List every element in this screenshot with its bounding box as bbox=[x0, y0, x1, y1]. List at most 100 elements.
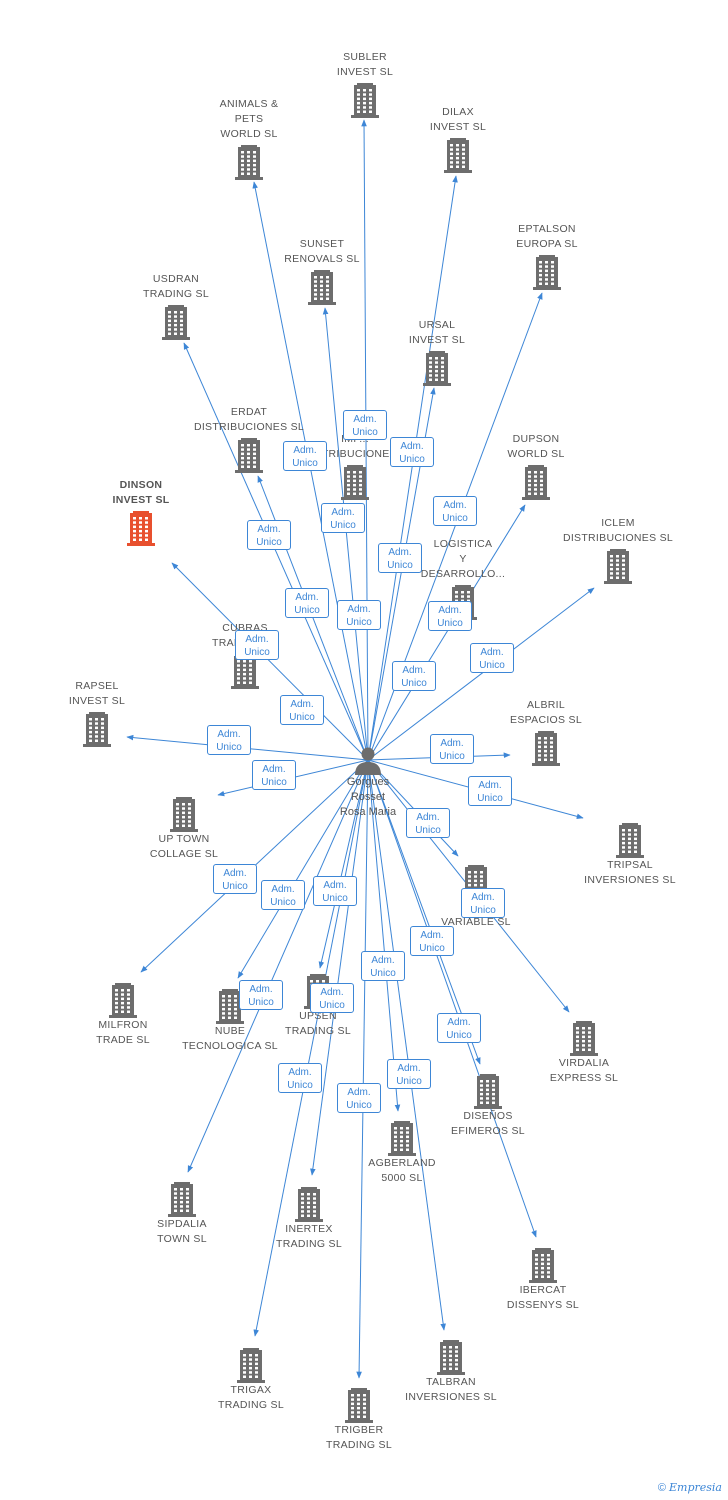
edge-0 bbox=[361, 119, 369, 761]
company-name[interactable]: UP TOWN COLLAGE SL bbox=[149, 833, 219, 860]
company-name[interactable]: TALBRAN INVERSIONES SL bbox=[405, 1376, 497, 1403]
company-name[interactable]: AGBERLAND 5000 SL bbox=[368, 1157, 436, 1184]
company-node[interactable]: ERDAT DISTRIBUCIONES SL bbox=[174, 405, 324, 473]
role-badge[interactable]: Adm. Unico bbox=[406, 808, 450, 838]
company-name[interactable]: SIPDALIA TOWN SL bbox=[157, 1218, 207, 1245]
company-name[interactable]: URSAL INVEST SL bbox=[408, 319, 466, 346]
building-icon bbox=[533, 255, 561, 290]
role-badge[interactable]: Adm. Unico bbox=[437, 1013, 481, 1043]
role-badge[interactable]: Adm. Unico bbox=[337, 600, 381, 630]
company-name[interactable]: ALBRIL ESPACIOS SL bbox=[510, 699, 582, 726]
building-icon bbox=[235, 438, 263, 473]
person-name: Gorgues Rosset Rosa Maria bbox=[339, 776, 397, 818]
company-node[interactable]: DINSON INVEST SL bbox=[66, 478, 216, 546]
company-name[interactable]: EPTALSON EUROPA SL bbox=[516, 223, 578, 250]
role-badge[interactable]: Adm. Unico bbox=[280, 695, 324, 725]
role-badge[interactable]: Adm. Unico bbox=[278, 1063, 322, 1093]
role-badge[interactable]: Adm. Unico bbox=[261, 880, 305, 910]
company-name[interactable]: SUBLER INVEST SL bbox=[336, 51, 394, 78]
company-node[interactable]: LOGISTICA Y DESARROLLO... bbox=[388, 537, 538, 620]
company-node[interactable]: VIRDALIA EXPRESS SL bbox=[509, 1018, 659, 1086]
company-node[interactable]: URSAL INVEST SL bbox=[362, 318, 512, 386]
company-node[interactable]: USDRAN TRADING SL bbox=[101, 272, 251, 340]
role-badge[interactable]: Adm. Unico bbox=[283, 441, 327, 471]
company-name[interactable]: USDRAN TRADING SL bbox=[142, 273, 209, 300]
company-node[interactable]: AGBERLAND 5000 SL bbox=[327, 1118, 477, 1186]
role-badge[interactable]: Adm. Unico bbox=[239, 980, 283, 1010]
role-badge[interactable]: Adm. Unico bbox=[321, 503, 365, 533]
building-icon bbox=[235, 145, 263, 180]
company-name[interactable]: ANIMALS & PETS WORLD SL bbox=[219, 98, 279, 140]
role-badge[interactable]: Adm. Unico bbox=[390, 437, 434, 467]
company-name[interactable]: TRIGAX TRADING SL bbox=[217, 1384, 284, 1411]
role-badge[interactable]: Adm. Unico bbox=[468, 776, 512, 806]
company-node[interactable]: EPTALSON EUROPA SL bbox=[472, 222, 622, 290]
company-name[interactable]: ICLEM DISTRIBUCIONES SL bbox=[562, 517, 674, 544]
role-badge[interactable]: Adm. Unico bbox=[247, 520, 291, 550]
company-name[interactable]: VIRDALIA EXPRESS SL bbox=[549, 1057, 619, 1084]
brand-logo[interactable]: Empresia bbox=[669, 1481, 722, 1494]
role-badge[interactable]: Adm. Unico bbox=[252, 760, 296, 790]
role-badge[interactable]: Adm. Unico bbox=[313, 876, 357, 906]
company-name[interactable]: UPSEN TRADING SL bbox=[284, 1010, 351, 1037]
company-name[interactable]: NUBE TECNOLOGICA SL bbox=[182, 1025, 278, 1052]
person-node[interactable]: Gorgues Rosset Rosa Maria bbox=[318, 745, 418, 820]
company-name[interactable]: DILAX INVEST SL bbox=[429, 106, 487, 133]
role-badge[interactable]: Adm. Unico bbox=[430, 734, 474, 764]
company-name[interactable]: IBERCAT DISSENYS SL bbox=[506, 1284, 580, 1311]
company-node[interactable]: UP TOWN COLLAGE SL bbox=[109, 794, 259, 862]
company-name[interactable]: RAPSEL INVEST SL bbox=[68, 680, 126, 707]
company-node[interactable]: MILFRON TRADE SL bbox=[48, 980, 198, 1048]
edge-2 bbox=[367, 175, 458, 761]
company-node[interactable]: TRIGAX TRADING SL bbox=[176, 1345, 326, 1413]
company-node[interactable]: TALBRAN INVERSIONES SL bbox=[376, 1337, 526, 1405]
role-badge[interactable]: Adm. Unico bbox=[378, 543, 422, 573]
company-name[interactable]: ERDAT DISTRIBUCIONES SL bbox=[193, 406, 305, 433]
company-node[interactable]: INERTEX TRADING SL bbox=[234, 1184, 384, 1252]
company-node[interactable]: TRIPSAL INVERSIONES SL bbox=[555, 820, 705, 888]
edge-10 bbox=[171, 562, 369, 761]
footer[interactable]: © Empresia bbox=[658, 1481, 722, 1494]
company-node[interactable]: ICLEM DISTRIBUCIONES SL bbox=[543, 516, 693, 584]
role-badge[interactable]: Adm. Unico bbox=[207, 725, 251, 755]
role-badge[interactable]: Adm. Unico bbox=[361, 951, 405, 981]
company-name[interactable]: MILFRON TRADE SL bbox=[96, 1019, 150, 1046]
company-node[interactable]: SUNSET RENOVALS SL bbox=[247, 237, 397, 305]
company-node[interactable]: ANIMALS & PETS WORLD SL bbox=[174, 97, 324, 180]
company-node[interactable]: SIPDALIA TOWN SL bbox=[107, 1179, 257, 1247]
company-node[interactable]: NUBE TECNOLOGICA SL bbox=[155, 986, 305, 1054]
company-name[interactable]: DISEÑOS EFIMEROS SL bbox=[451, 1110, 525, 1137]
company-name[interactable]: INERTEX TRADING SL bbox=[275, 1223, 342, 1250]
role-badge[interactable]: Adm. Unico bbox=[433, 496, 477, 526]
company-node[interactable]: RAPSEL INVEST SL bbox=[22, 679, 172, 747]
building-icon bbox=[423, 351, 451, 386]
company-node[interactable]: SUBLER INVEST SL bbox=[290, 50, 440, 118]
role-badge[interactable]: Adm. Unico bbox=[461, 888, 505, 918]
company-node[interactable]: ALBRIL ESPACIOS SL bbox=[471, 698, 621, 766]
company-name[interactable]: SUNSET RENOVALS SL bbox=[284, 238, 360, 265]
role-badge[interactable]: Adm. Unico bbox=[285, 588, 329, 618]
role-badge[interactable]: Adm. Unico bbox=[470, 643, 514, 673]
building-icon bbox=[127, 511, 155, 546]
role-badge[interactable]: Adm. Unico bbox=[343, 410, 387, 440]
role-badge[interactable]: Adm. Unico bbox=[428, 601, 472, 631]
company-node[interactable]: DILAX INVEST SL bbox=[383, 105, 533, 173]
company-name[interactable]: DINSON INVEST SL bbox=[112, 479, 170, 506]
company-node[interactable]: TRIGBER TRADING SL bbox=[284, 1385, 434, 1453]
company-name[interactable]: TRIPSAL INVERSIONES SL bbox=[584, 859, 676, 886]
role-badge[interactable]: Adm. Unico bbox=[213, 864, 257, 894]
company-name[interactable]: TRIGBER TRADING SL bbox=[325, 1424, 392, 1451]
role-badge[interactable]: Adm. Unico bbox=[387, 1059, 431, 1089]
company-node[interactable]: DISEÑOS EFIMEROS SL bbox=[413, 1071, 563, 1139]
company-node[interactable]: IBERCAT DISSENYS SL bbox=[468, 1245, 618, 1313]
building-icon bbox=[295, 1187, 323, 1222]
role-badge[interactable]: Adm. Unico bbox=[392, 661, 436, 691]
role-badge[interactable]: Adm. Unico bbox=[410, 926, 454, 956]
role-badge[interactable]: Adm. Unico bbox=[235, 630, 279, 660]
role-badge[interactable]: Adm. Unico bbox=[310, 983, 354, 1013]
company-node[interactable]: DUPSON WORLD SL bbox=[461, 432, 611, 500]
company-name[interactable]: LOGISTICA Y DESARROLLO... bbox=[420, 538, 506, 580]
company-name[interactable]: DUPSON WORLD SL bbox=[507, 433, 565, 460]
role-badge[interactable]: Adm. Unico bbox=[337, 1083, 381, 1113]
building-icon bbox=[351, 83, 379, 118]
